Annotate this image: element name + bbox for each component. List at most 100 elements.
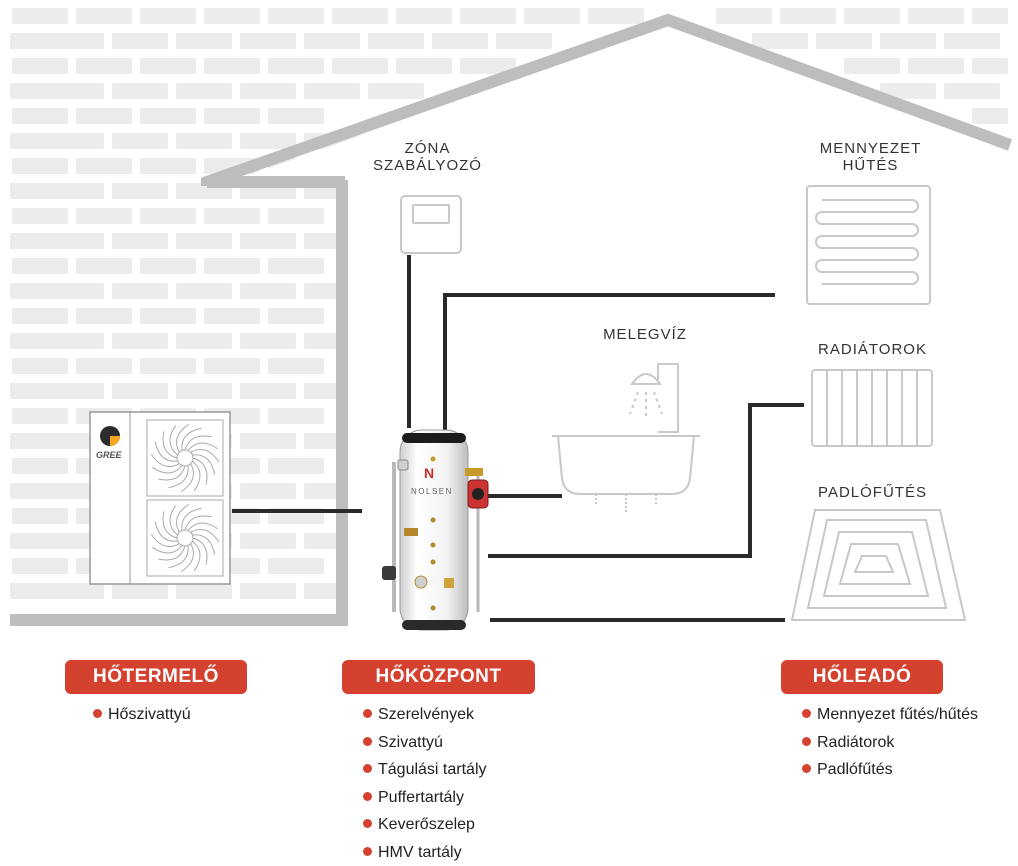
brick xyxy=(48,283,104,299)
list-item: Hőszivattyú xyxy=(93,701,191,729)
heat-emitter-title: HŐLEADÓ xyxy=(781,660,943,694)
brick xyxy=(268,8,324,24)
brick xyxy=(176,283,232,299)
bullet-icon xyxy=(802,737,811,746)
bullet-icon xyxy=(363,792,372,801)
brick xyxy=(176,383,232,399)
brick xyxy=(240,583,296,599)
brick xyxy=(268,58,324,74)
brick xyxy=(972,8,1008,24)
brick xyxy=(76,358,132,374)
brick xyxy=(304,33,360,49)
brick xyxy=(12,308,68,324)
brick xyxy=(48,33,104,49)
brick xyxy=(268,208,324,224)
brick xyxy=(176,583,232,599)
brick xyxy=(12,8,68,24)
brick xyxy=(12,108,68,124)
brick xyxy=(240,333,296,349)
brick xyxy=(176,233,232,249)
brick xyxy=(240,533,296,549)
list-item-label: Mennyezet fűtés/hűtés xyxy=(817,706,978,723)
brick xyxy=(12,58,68,74)
bullet-icon xyxy=(363,847,372,856)
bullet-icon xyxy=(363,709,372,718)
list-item-label: Szivattyú xyxy=(378,734,443,751)
radiators-label: RADIÁTOROK xyxy=(800,341,945,358)
tank-logo-icon: N xyxy=(424,465,434,481)
brick xyxy=(140,108,196,124)
brick xyxy=(204,108,260,124)
brick xyxy=(396,58,452,74)
ceiling-cooling-label: MENNYEZET HŰTÉS xyxy=(798,140,943,174)
brick xyxy=(48,133,104,149)
brick xyxy=(112,133,168,149)
brick xyxy=(140,58,196,74)
brick xyxy=(140,258,196,274)
bullet-icon xyxy=(363,737,372,746)
heat-pump-unit: GREE xyxy=(90,412,230,584)
brick xyxy=(816,33,872,49)
brick xyxy=(268,258,324,274)
bullet-icon xyxy=(802,709,811,718)
brick xyxy=(588,8,644,24)
brick xyxy=(176,133,232,149)
brick xyxy=(12,358,68,374)
brick xyxy=(496,33,552,49)
list-item: Keverőszelep xyxy=(363,811,487,839)
brick xyxy=(112,183,168,199)
brick xyxy=(332,8,388,24)
brick xyxy=(524,8,580,24)
brick xyxy=(368,33,424,49)
brick xyxy=(204,8,260,24)
brick xyxy=(76,108,132,124)
list-item: Szerelvények xyxy=(363,701,487,729)
brick xyxy=(268,308,324,324)
brick xyxy=(176,333,232,349)
brick xyxy=(140,308,196,324)
brick xyxy=(76,158,132,174)
brick xyxy=(240,33,296,49)
brick xyxy=(268,408,324,424)
brick xyxy=(12,258,68,274)
heat-emitter-list: Mennyezet fűtés/hűtés Radiátorok Padlófű… xyxy=(802,701,978,784)
brick xyxy=(48,583,104,599)
list-item-label: HMV tartály xyxy=(378,844,462,861)
zone-controller-label-line1: ZÓNA xyxy=(360,140,495,157)
brick xyxy=(240,83,296,99)
brick xyxy=(48,233,104,249)
list-item: Puffertartály xyxy=(363,784,487,812)
brick xyxy=(944,83,1000,99)
brick xyxy=(140,208,196,224)
brick xyxy=(204,358,260,374)
brick xyxy=(432,33,488,49)
zone-controller-label: ZÓNA SZABÁLYOZÓ xyxy=(360,140,495,174)
brick xyxy=(880,33,936,49)
brick xyxy=(12,558,68,574)
brick xyxy=(76,208,132,224)
ceiling-cooling-label-line2: HŰTÉS xyxy=(798,157,943,174)
brick xyxy=(112,233,168,249)
brick xyxy=(112,283,168,299)
brick xyxy=(48,333,104,349)
brick xyxy=(240,233,296,249)
brick xyxy=(12,508,68,524)
brick xyxy=(112,83,168,99)
heat-center-list: Szerelvények Szivattyú Tágulási tartály … xyxy=(363,701,487,866)
brick xyxy=(140,158,196,174)
brick xyxy=(76,258,132,274)
brick xyxy=(140,8,196,24)
list-item-label: Radiátorok xyxy=(817,734,894,751)
brick xyxy=(908,8,964,24)
brick xyxy=(12,158,68,174)
list-item: Padlófűtés xyxy=(802,756,978,784)
brick xyxy=(176,33,232,49)
list-item: Radiátorok xyxy=(802,729,978,757)
brick xyxy=(268,358,324,374)
list-item-label: Padlófűtés xyxy=(817,761,893,778)
brick xyxy=(368,83,424,99)
zone-controller-label-line2: SZABÁLYOZÓ xyxy=(360,157,495,174)
brick xyxy=(396,8,452,24)
brick xyxy=(204,208,260,224)
brick xyxy=(240,433,296,449)
